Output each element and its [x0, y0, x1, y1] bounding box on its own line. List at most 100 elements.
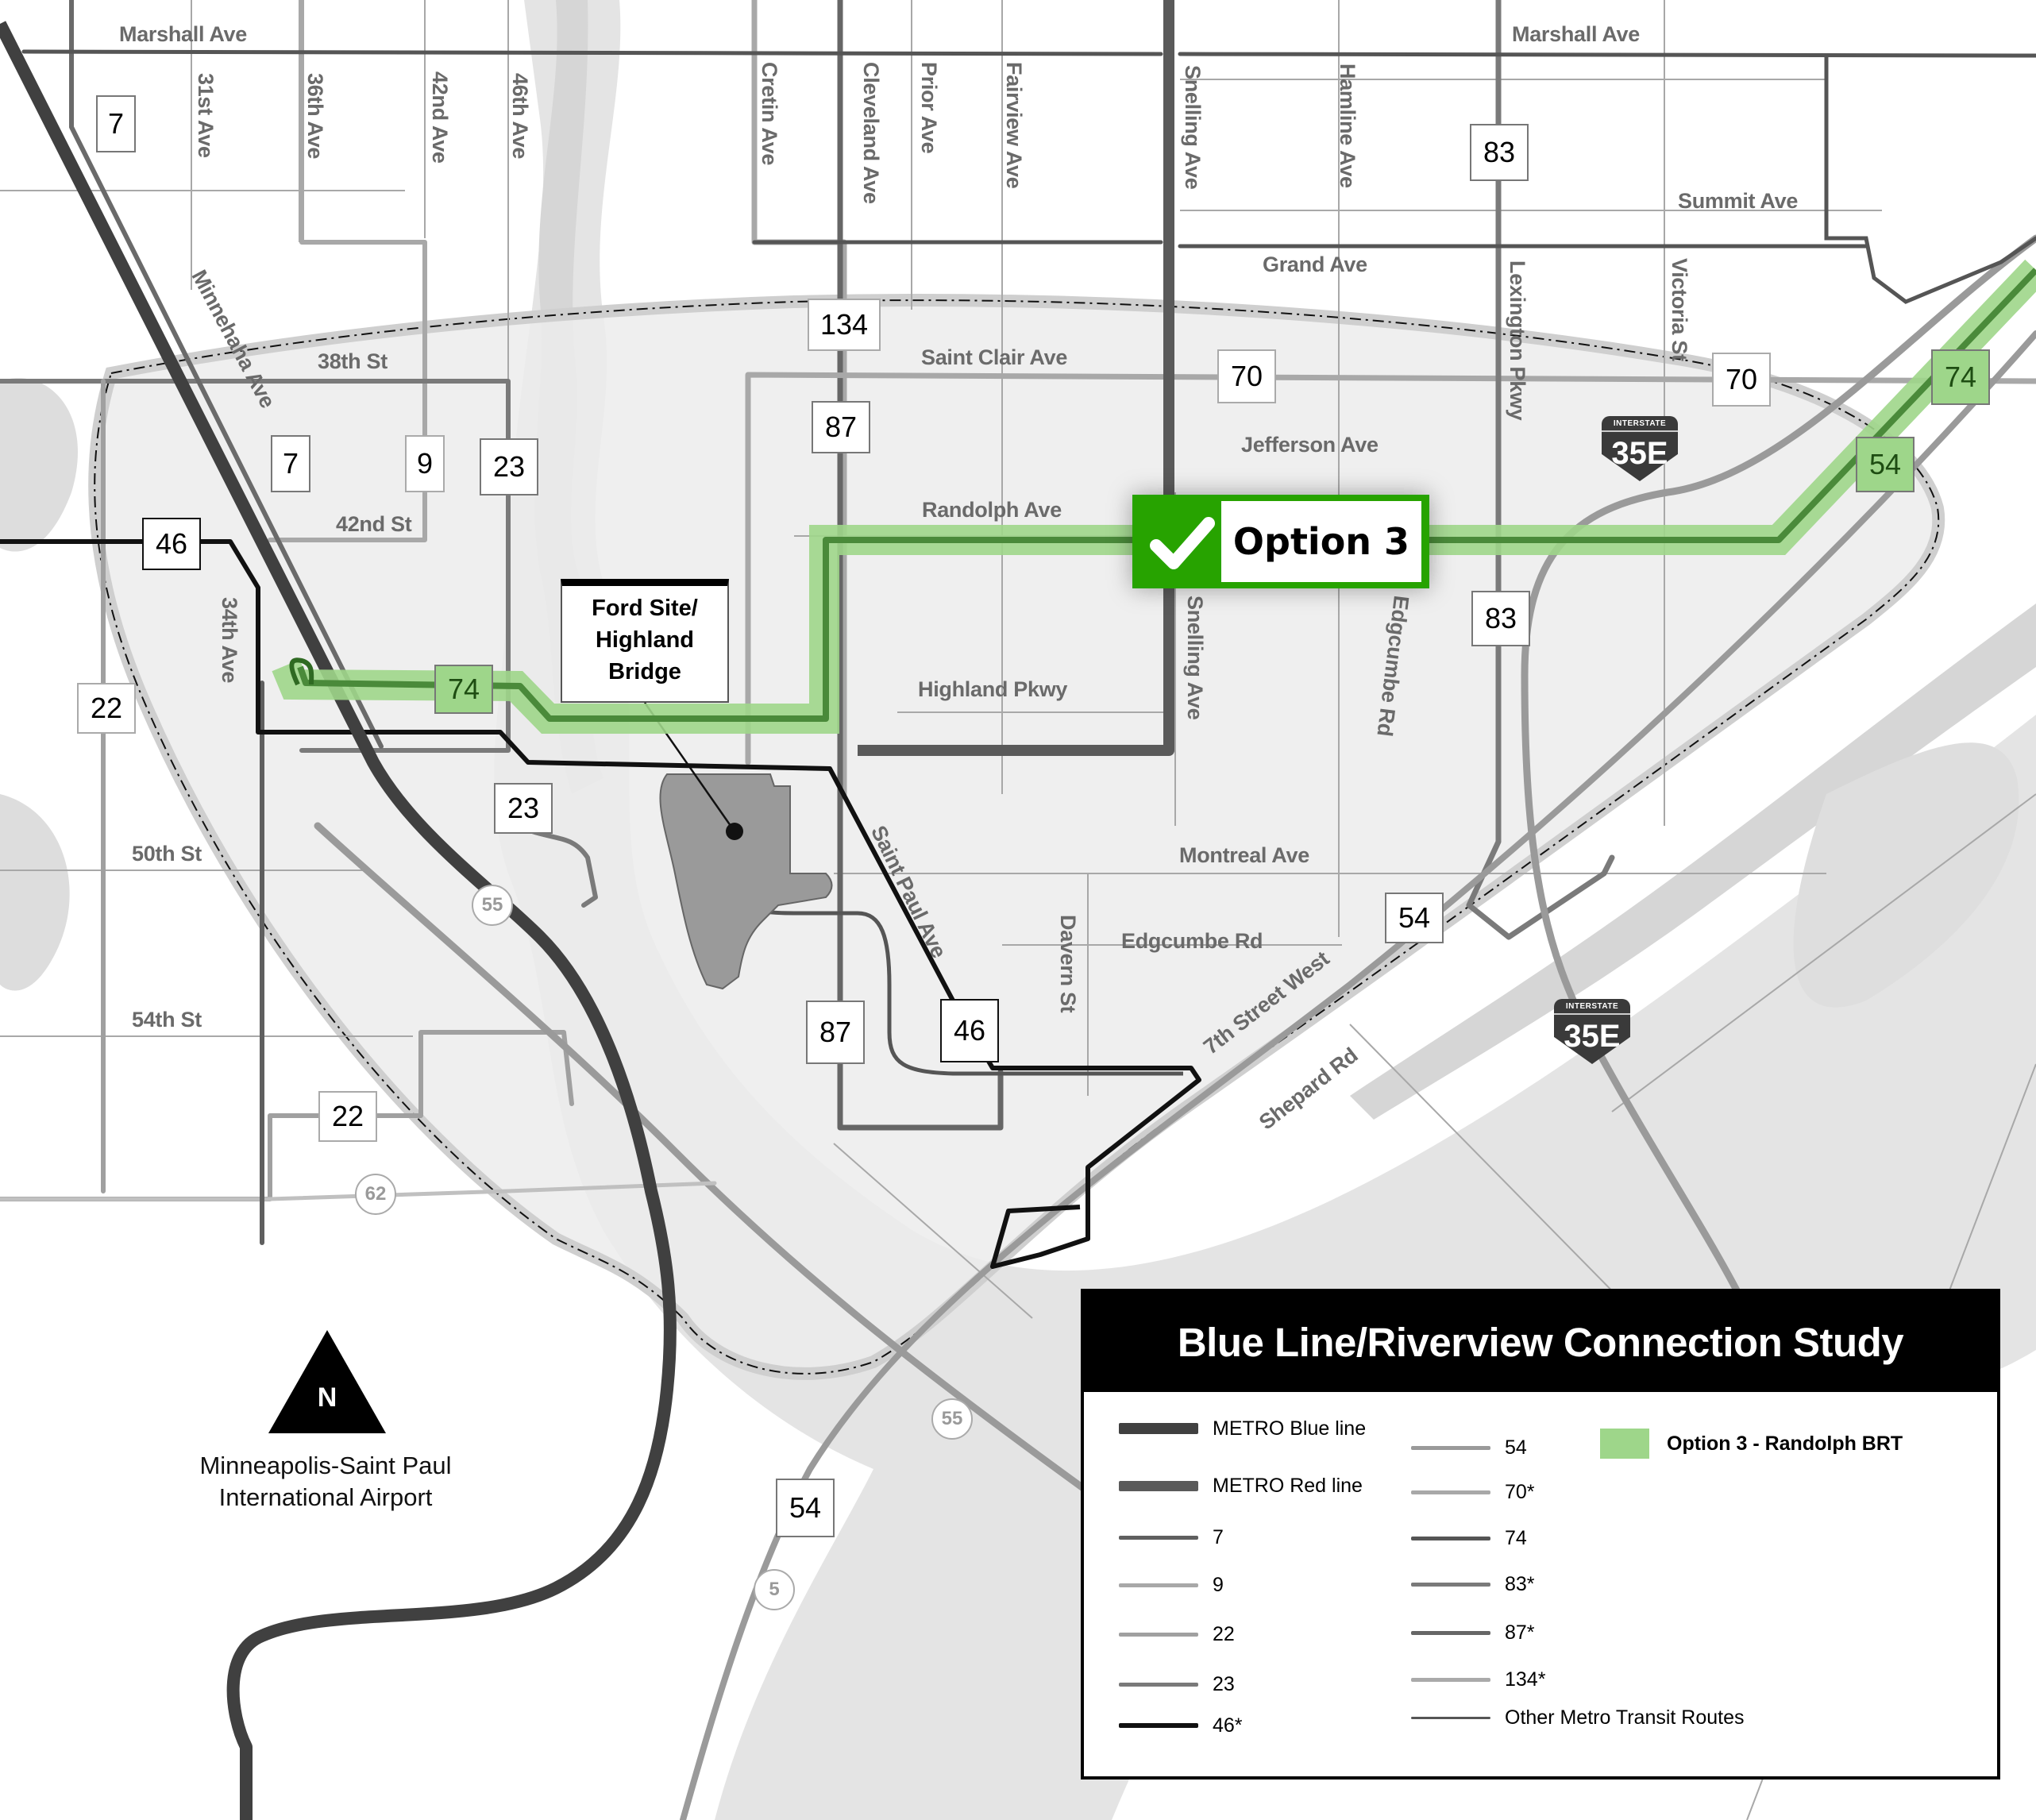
- street-label-hamline-ave: Hamline Ave: [1336, 64, 1359, 188]
- interstate-shield-number: 35E: [1602, 432, 1678, 481]
- major-streets: [21, 49, 2036, 304]
- study-area-dash: [94, 299, 1940, 1375]
- street-label-cretin-ave: Cretin Ave: [758, 62, 781, 166]
- legend-item-route-7: 7: [1119, 1523, 1224, 1552]
- street-label-snelling-ave-south: Snelling Ave: [1183, 596, 1207, 720]
- street-label-42nd-st: 42nd St: [336, 512, 412, 536]
- street-label-davern-st: Davern St: [1056, 915, 1080, 1013]
- legend-label: METRO Blue line: [1213, 1417, 1367, 1440]
- legend-label: 74: [1505, 1526, 1527, 1549]
- legend-swatch-route-54: [1411, 1445, 1490, 1450]
- legend-item-route-22: 22: [1119, 1620, 1235, 1648]
- street-label-montreal-ave: Montreal Ave: [1179, 843, 1309, 867]
- route-marker-22: 22: [318, 1091, 377, 1142]
- street-label-randolph-ave: Randolph Ave: [922, 498, 1062, 522]
- legend-item-route-87: 87*: [1411, 1618, 1535, 1647]
- street-label-saint-clair-ave: Saint Clair Ave: [921, 345, 1068, 369]
- ford-site-callout: Ford Site/ Highland Bridge: [561, 579, 729, 703]
- ford-site-area: [659, 773, 833, 990]
- legend-swatch-route-46: [1119, 1723, 1198, 1728]
- legend-swatch-blue-line: [1119, 1423, 1198, 1434]
- checkmark-icon: [1150, 517, 1215, 569]
- legend-item-red-line: METRO Red line: [1119, 1471, 1363, 1500]
- legend-item-route-54: 54: [1411, 1433, 1527, 1462]
- legend-swatch-route-7: [1119, 1535, 1198, 1540]
- route-marker-54: 54: [1385, 893, 1444, 943]
- legend-label: 22: [1213, 1622, 1235, 1645]
- interstate-shield-header: INTERSTATE: [1554, 999, 1630, 1015]
- interstate-shield-number: 35E: [1554, 1015, 1630, 1064]
- legend-swatch-route-23: [1119, 1682, 1198, 1687]
- street-label-jefferson-ave: Jefferson Ave: [1241, 433, 1379, 457]
- legend-swatch-other-routes: [1411, 1716, 1490, 1719]
- interstate-shield-header: INTERSTATE: [1602, 416, 1678, 432]
- route-70-line: [745, 372, 2036, 765]
- highway-5-shield: 5: [754, 1569, 795, 1610]
- legend-item-route-9: 9: [1119, 1571, 1224, 1599]
- route-marker-74: 74: [1931, 349, 1990, 405]
- legend-swatch-option-3: [1600, 1429, 1649, 1459]
- ford-site-label-line3: Bridge: [608, 659, 681, 684]
- legend-label: METRO Red line: [1213, 1474, 1363, 1497]
- street-label-edgcumbe-rd-horizontal: Edgcumbe Rd: [1121, 929, 1263, 953]
- route-marker-70: 70: [1712, 353, 1771, 407]
- legend-label: 23: [1213, 1672, 1235, 1695]
- legend-swatch-route-74: [1411, 1536, 1490, 1540]
- highway-55-shield: 55: [931, 1398, 973, 1440]
- legend-swatch-route-22: [1119, 1632, 1198, 1637]
- metro-red-line: [858, 0, 1174, 756]
- ford-site-marker: [726, 823, 743, 840]
- route-marker-134: 134: [808, 299, 881, 351]
- route-marker-23: 23: [494, 783, 553, 834]
- legend-label: 54: [1505, 1436, 1527, 1459]
- airport-label: Minneapolis-Saint Paul International Air…: [167, 1450, 484, 1513]
- street-label-36th-ave: 36th Ave: [303, 73, 327, 160]
- street-label-marshall-ave-west: Marshall Ave: [119, 22, 247, 46]
- legend-item-route-134: 134*: [1411, 1665, 1545, 1694]
- street-label-42nd-ave: 42nd Ave: [428, 71, 452, 164]
- route-marker-7: 7: [271, 435, 310, 492]
- street-label-victoria-st: Victoria St: [1668, 258, 1691, 361]
- option-3-callout: Option 3: [1132, 495, 1429, 588]
- route-marker-46: 46: [142, 518, 201, 570]
- street-label-38th-st: 38th St: [318, 349, 388, 373]
- route-55-line: [314, 822, 1116, 1513]
- interstate-35e-shield: INTERSTATE 35E: [1554, 999, 1630, 1064]
- route-83-line: [1466, 0, 1615, 940]
- legend-swatch-route-134: [1411, 1677, 1490, 1682]
- street-label-46th-ave: 46th Ave: [508, 73, 532, 160]
- route-9-line: [268, 0, 427, 542]
- legend-item-route-74: 74: [1411, 1524, 1527, 1552]
- legend-label: Other Metro Transit Routes: [1505, 1706, 1745, 1729]
- legend-item-route-70: 70*: [1411, 1478, 1535, 1506]
- route-marker-70: 70: [1217, 349, 1276, 403]
- legend-item-route-46: 46*: [1119, 1711, 1243, 1740]
- legend-swatch-route-9: [1119, 1583, 1198, 1587]
- route-marker-83: 83: [1471, 591, 1530, 646]
- legend-label: 87*: [1505, 1621, 1535, 1644]
- street-label-54th-st: 54th St: [132, 1008, 202, 1031]
- legend-item-route-23: 23: [1119, 1670, 1235, 1699]
- street-label-lexington-pkwy: Lexington Pkwy: [1506, 260, 1529, 421]
- street-label-snelling-ave-north: Snelling Ave: [1181, 65, 1205, 190]
- brt-line: [297, 268, 2036, 722]
- route-marker-46: 46: [940, 999, 999, 1062]
- airport-label-line2: International Airport: [218, 1483, 433, 1511]
- route-marker-83: 83: [1470, 124, 1529, 181]
- highway-62-shield: 62: [355, 1174, 396, 1215]
- legend-item-other-routes: Other Metro Transit Routes: [1411, 1703, 1745, 1732]
- route-35e-line: [1521, 234, 2036, 1314]
- route-marker-54: 54: [776, 1479, 835, 1537]
- legend-label: 7: [1213, 1525, 1224, 1548]
- route-87-line: [837, 0, 1004, 1131]
- legend-label: 134*: [1505, 1668, 1546, 1691]
- street-label-fairview-ave: Fairview Ave: [1002, 62, 1026, 189]
- legend-title: Blue Line/Riverview Connection Study: [1084, 1292, 1997, 1392]
- legend-item-route-83: 83*: [1411, 1570, 1535, 1598]
- brt-loop: [289, 657, 314, 686]
- interstate-35e-shield: INTERSTATE 35E: [1602, 416, 1678, 481]
- legend-item-blue-line: METRO Blue line: [1119, 1414, 1366, 1443]
- metro-blue-line: [0, 21, 677, 1820]
- legend-item-option-3: Option 3 - Randolph BRT: [1600, 1427, 1903, 1460]
- legend-swatch-route-87: [1411, 1630, 1490, 1635]
